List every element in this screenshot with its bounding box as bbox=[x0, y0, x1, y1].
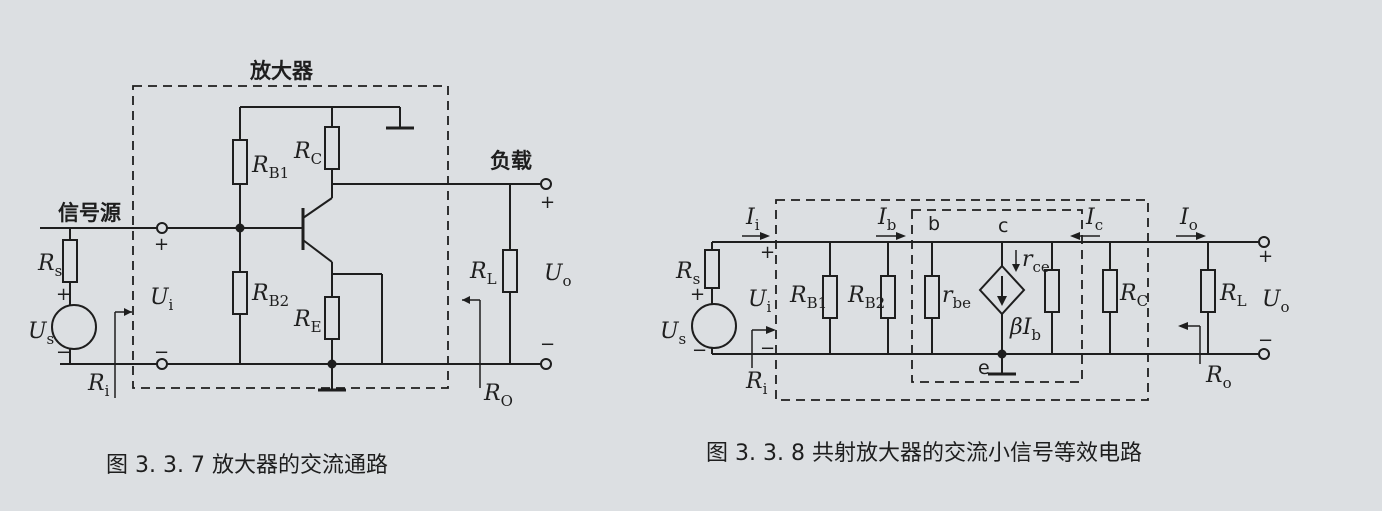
label-re: RE bbox=[293, 307, 322, 336]
label-ro-right: Ro bbox=[1205, 363, 1232, 392]
label-rs-right: Rs bbox=[675, 259, 700, 288]
output-terminal-bottom-right bbox=[1258, 348, 1270, 360]
resistor-rb2 bbox=[232, 271, 248, 315]
label-ic: Ic bbox=[1085, 205, 1103, 234]
figure-3-3-7 bbox=[40, 85, 546, 398]
figure-3-3-7-terminals bbox=[156, 178, 552, 370]
figure-3-3-8-terminals bbox=[997, 236, 1270, 360]
node-b: b bbox=[928, 213, 940, 235]
voltage-source-us-right bbox=[691, 303, 737, 349]
amplifier-dashed-box bbox=[132, 85, 449, 389]
label-rb1: RB1 bbox=[251, 153, 289, 182]
label-source: 信号源 bbox=[58, 201, 121, 225]
label-io: Io bbox=[1179, 205, 1198, 234]
resistor-rs bbox=[62, 239, 78, 283]
sign-minus-input: − bbox=[154, 342, 169, 363]
sign-minus-source-right: − bbox=[692, 340, 707, 361]
figure-3-3-8-labels: Ii Ib Ic Io b c e Rs Us Ui RB1 RB2 rbe r… bbox=[660, 205, 1290, 466]
resistor-rl-right bbox=[1200, 269, 1216, 313]
node-e: e bbox=[978, 357, 990, 379]
sign-plus-input: + bbox=[154, 234, 169, 255]
label-ui-right: Ui bbox=[748, 287, 772, 316]
resistor-rl bbox=[502, 249, 518, 293]
label-rb1-right: RB1 bbox=[789, 283, 827, 312]
label-rc: RC bbox=[293, 139, 322, 168]
sign-minus-output: − bbox=[540, 334, 555, 355]
label-load: 负载 bbox=[490, 149, 532, 173]
label-ib: Ib bbox=[877, 205, 896, 234]
sign-minus-input-right: − bbox=[760, 338, 775, 359]
caption-figure-3-3-7: 图 3. 3. 7 放大器的交流通路 bbox=[106, 453, 388, 478]
label-ri-right: Ri bbox=[745, 369, 768, 398]
transistor-dashed-box bbox=[911, 209, 1083, 383]
label-rl-right: RL bbox=[1219, 281, 1247, 310]
output-terminal-top bbox=[540, 178, 552, 190]
sign-plus-source: + bbox=[56, 284, 71, 305]
sign-plus-output-right: + bbox=[1258, 246, 1273, 267]
resistor-rce bbox=[1044, 269, 1060, 313]
label-amplifier: 放大器 bbox=[249, 59, 314, 83]
sign-plus-source-right: + bbox=[690, 284, 705, 305]
sign-minus-source: − bbox=[56, 342, 71, 363]
label-rl: RL bbox=[469, 259, 497, 288]
label-us-right: Us bbox=[660, 319, 686, 348]
sign-minus-output-right: − bbox=[1258, 330, 1273, 351]
output-terminal-bottom bbox=[540, 358, 552, 370]
resistor-rb1 bbox=[232, 139, 248, 185]
label-rbe: rbe bbox=[942, 283, 971, 312]
sign-plus-input-right: + bbox=[760, 242, 775, 263]
caption-figure-3-3-8: 图 3. 3. 8 共射放大器的交流小信号等效电路 bbox=[706, 441, 1142, 466]
input-terminal-bottom bbox=[156, 358, 168, 370]
label-uo: Uo bbox=[544, 261, 572, 290]
sign-plus-output: + bbox=[540, 192, 555, 213]
resistor-rc-right bbox=[1102, 269, 1118, 313]
label-us: Us bbox=[28, 319, 54, 348]
label-ii: Ii bbox=[745, 205, 760, 234]
label-rce: rce bbox=[1022, 247, 1050, 276]
input-terminal-top bbox=[156, 222, 168, 234]
node-c: c bbox=[998, 215, 1008, 237]
figure-3-3-8 bbox=[691, 199, 1262, 401]
label-rb2-right: RB2 bbox=[847, 283, 885, 312]
resistor-re bbox=[324, 296, 340, 340]
label-uo-right: Uo bbox=[1262, 287, 1290, 316]
label-rc-right: RC bbox=[1119, 281, 1148, 310]
output-terminal-top-right bbox=[1258, 236, 1270, 248]
resistor-rc bbox=[324, 126, 340, 170]
resistor-rs-right bbox=[704, 249, 720, 289]
voltage-source-us bbox=[51, 304, 97, 350]
resistor-rbe bbox=[924, 275, 940, 319]
label-ro: RO bbox=[483, 381, 513, 410]
label-rs: Rs bbox=[37, 251, 62, 280]
amplifier-dashed-box-right bbox=[775, 199, 1149, 401]
label-beta-ib: βIb bbox=[1009, 315, 1041, 344]
label-ri: Ri bbox=[87, 371, 110, 400]
label-ui: Ui bbox=[150, 285, 174, 314]
label-rb2: RB2 bbox=[251, 281, 289, 310]
figure-3-3-7-labels: 放大器 负载 信号源 RB1 RB2 RC RE RL Rs Us Ui Uo … bbox=[28, 59, 572, 478]
